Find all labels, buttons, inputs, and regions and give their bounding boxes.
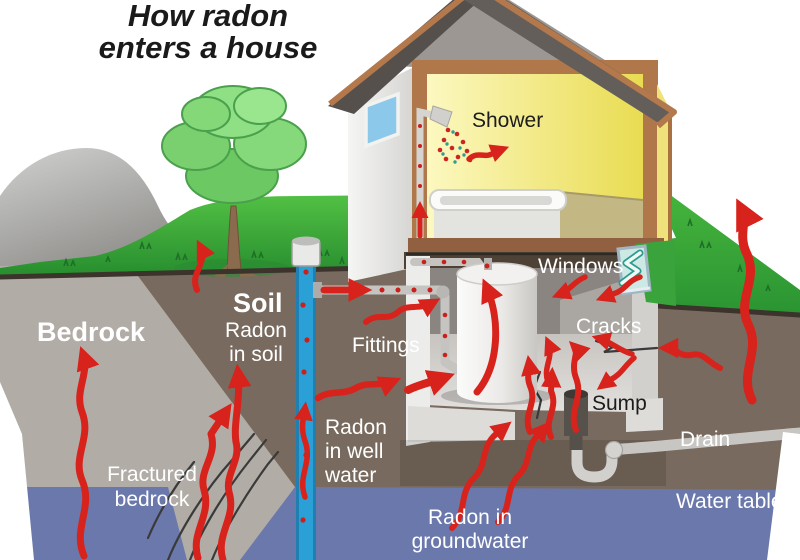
title-line-1: How radon bbox=[128, 0, 288, 33]
label-soil: Soil bbox=[233, 288, 283, 318]
arrow-floor-crack bbox=[543, 336, 562, 387]
joist-band bbox=[408, 238, 664, 253]
u-trap bbox=[571, 442, 618, 483]
arrow-well-water bbox=[294, 401, 313, 500]
arrow-window-in-1 bbox=[595, 274, 643, 303]
label-radon-well-2: in well bbox=[325, 440, 383, 463]
labels: How radon enters a house Bedrock Soil Ra… bbox=[37, 0, 783, 553]
pipe-collar bbox=[313, 282, 322, 298]
roof bbox=[328, 0, 677, 129]
label-sump: Sump bbox=[592, 392, 647, 415]
lawn-right bbox=[636, 180, 800, 317]
title-line-2: enters a house bbox=[99, 30, 318, 65]
pipe-elbow-icon bbox=[436, 285, 450, 299]
label-cracks: Cracks bbox=[576, 315, 641, 338]
arrow-fracture-2 bbox=[217, 363, 252, 560]
drain-joint bbox=[604, 440, 624, 460]
label-fractured-1: Fractured bbox=[107, 463, 197, 486]
arrow-bedrock-up bbox=[75, 346, 100, 560]
roof-left-slope bbox=[328, 0, 480, 114]
arrow-to-fittings bbox=[363, 298, 441, 325]
house-window bbox=[364, 91, 400, 149]
label-bedrock: Bedrock bbox=[37, 317, 146, 347]
arrow-shower bbox=[466, 144, 510, 163]
label-drain: Drain bbox=[680, 428, 730, 451]
label-radon-in-soil-2: in soil bbox=[229, 343, 283, 366]
label-windows: Windows bbox=[538, 255, 623, 278]
label-radon-gw-1: Radon in bbox=[428, 506, 512, 529]
arrow-soil-to-house bbox=[314, 376, 402, 402]
footing-right bbox=[626, 398, 663, 432]
arrow-to-heater-base bbox=[404, 370, 455, 396]
roof-trim-left bbox=[328, 0, 465, 107]
label-fractured-2: bedrock bbox=[115, 488, 190, 511]
grass-tufts bbox=[63, 217, 771, 292]
label-radon-well-1: Radon bbox=[325, 416, 387, 439]
arrow-sump-up bbox=[568, 340, 591, 433]
arrow-crack-up bbox=[591, 332, 635, 357]
arrow-groundwater-1 bbox=[449, 421, 512, 531]
block-cut-edges bbox=[0, 382, 800, 560]
arrow-crack-down bbox=[596, 355, 637, 390]
shower-head-icon bbox=[429, 105, 453, 128]
arrow-soil-to-lawn bbox=[192, 239, 216, 293]
label-radon-in-soil-1: Radon bbox=[225, 319, 287, 342]
arrow-groundwater-2 bbox=[495, 421, 550, 525]
label-radon-well-3: water bbox=[324, 464, 376, 487]
roof-trim-right bbox=[494, 0, 677, 129]
label-shower: Shower bbox=[472, 109, 543, 132]
roof-right-slope bbox=[464, 0, 676, 124]
basement-window bbox=[616, 240, 676, 306]
footing-left bbox=[408, 406, 515, 442]
air-entry-arrow-icon bbox=[620, 251, 642, 285]
bathtub bbox=[429, 189, 567, 246]
label-water-table: Water table bbox=[676, 490, 783, 513]
drain-pipe bbox=[616, 427, 800, 455]
arrow-right-soil-to-air bbox=[736, 198, 764, 405]
arrow-window-in-2 bbox=[551, 274, 588, 300]
arrow-under-floor-1 bbox=[521, 354, 542, 435]
house bbox=[328, 0, 677, 282]
label-fittings: Fittings bbox=[352, 334, 420, 357]
radon-arrows bbox=[75, 144, 764, 560]
tree-foliage bbox=[161, 85, 307, 204]
arrow-fracture-1 bbox=[192, 403, 232, 560]
arrow-inside-heater bbox=[473, 278, 504, 396]
arrow-into-wall-crack bbox=[657, 337, 723, 371]
label-radon-gw-2: groundwater bbox=[412, 530, 529, 553]
